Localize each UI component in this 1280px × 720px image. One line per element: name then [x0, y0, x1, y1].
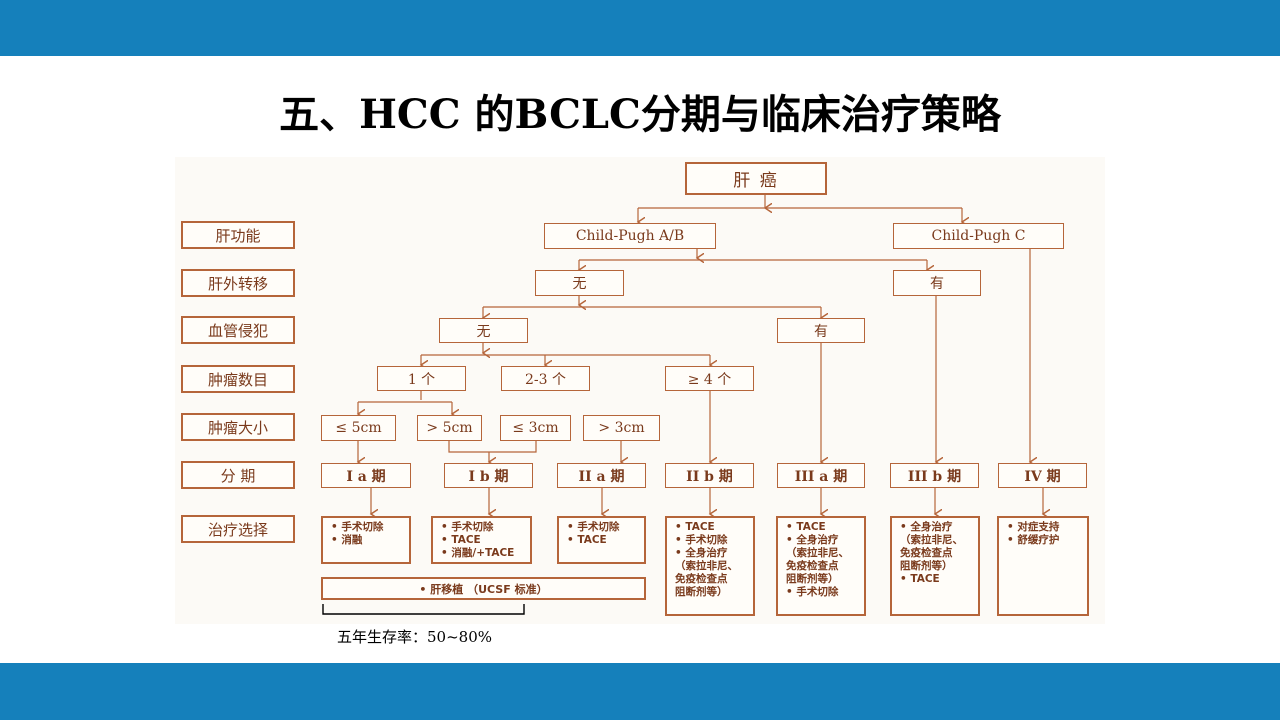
treatment-item: • 对症支持 [1007, 521, 1060, 533]
treatment-iiib: • 全身治疗 （索拉非尼、 免疫检查点 阻断剂等） • TACE [890, 516, 980, 616]
treatment-item: • 手术切除 [786, 586, 839, 598]
treatment-item: • 手术切除 [675, 534, 728, 546]
row-label-extrahepatic-metastasis: 肝外转移 [181, 269, 295, 297]
node-size-gt-3cm: > 3cm [583, 415, 660, 441]
row-label-tumor-size: 肿瘤大小 [181, 413, 295, 441]
treatment-item: 阻断剂等） [786, 573, 839, 585]
treatment-item: • 全身治疗 [786, 534, 839, 546]
stage-iib: II b 期 [665, 463, 754, 488]
row-label-vascular-invasion: 血管侵犯 [181, 316, 295, 344]
slide-title: 五、HCC 的BCLC分期与临床治疗策略 [279, 91, 1001, 138]
treatment-item: 免疫检查点 [786, 560, 839, 572]
node-size-le-3cm: ≤ 3cm [500, 415, 571, 441]
treatment-item: • 手术切除 [331, 521, 384, 533]
treatment-ib: • 手术切除 • TACE • 消融/+TACE [431, 516, 532, 564]
node-metastasis-yes: 有 [893, 270, 981, 296]
node-size-le-5cm: ≤ 5cm [321, 415, 396, 441]
row-label-liver-function: 肝功能 [181, 221, 295, 249]
node-child-pugh-ab: Child-Pugh A/B [544, 223, 716, 249]
treatment-item: 免疫检查点 [675, 573, 728, 585]
node-metastasis-no: 无 [535, 270, 624, 296]
stage-ib: I b 期 [444, 463, 533, 488]
footer-bar [0, 663, 1280, 720]
treatment-item: • TACE [567, 534, 607, 546]
treatment-item: • 全身治疗 [900, 521, 953, 533]
row-label-treatment: 治疗选择 [181, 515, 295, 543]
row-label-tumor-number: 肿瘤数目 [181, 365, 295, 393]
node-liver-cancer: 肝 癌 [685, 162, 827, 195]
treatment-item: 阻断剂等） [900, 560, 953, 572]
node-number-1: 1 个 [377, 366, 466, 391]
treatment-item: • 手术切除 [567, 521, 620, 533]
header-bar [0, 0, 1280, 56]
treatment-item: （索拉非尼、 [786, 547, 849, 559]
treatment-item: • 消融/+TACE [441, 547, 515, 559]
treatment-item: • TACE [900, 573, 940, 585]
stage-iia: II a 期 [557, 463, 646, 488]
node-number-2-3: 2-3 个 [501, 366, 590, 391]
treatment-item: • 舒缓疗护 [1007, 534, 1060, 546]
treatment-liver-transplant: • 肝移植 （UCSF 标准） [321, 577, 646, 600]
row-label-stage: 分 期 [181, 461, 295, 489]
treatment-ia: • 手术切除 • 消融 [321, 516, 411, 564]
treatment-item: • TACE [786, 521, 826, 533]
node-vascular-no: 无 [439, 318, 528, 343]
stage-iiia: III a 期 [777, 463, 865, 488]
treatment-item: • 消融 [331, 534, 363, 546]
stage-iv: IV 期 [998, 463, 1087, 488]
treatment-item: • 手术切除 [441, 521, 494, 533]
treatment-iib: • TACE • 手术切除 • 全身治疗 （索拉非尼、 免疫检查点 阻断剂等） [665, 516, 755, 616]
treatment-item: （索拉非尼、 [675, 560, 738, 572]
treatment-item: （索拉非尼、 [900, 534, 963, 546]
five-year-survival-note: 五年生存率：50~80% [337, 628, 492, 646]
node-vascular-yes: 有 [777, 318, 865, 343]
treatment-item: • 全身治疗 [675, 547, 728, 559]
treatment-iv: • 对症支持 • 舒缓疗护 [997, 516, 1089, 616]
stage-ia: I a 期 [321, 463, 411, 488]
survival-bracket [322, 604, 525, 615]
treatment-iia: • 手术切除 • TACE [557, 516, 646, 564]
treatment-item: 免疫检查点 [900, 547, 953, 559]
treatment-item: 阻断剂等） [675, 586, 728, 598]
stage-iiib: III b 期 [890, 463, 979, 488]
treatment-iiia: • TACE • 全身治疗 （索拉非尼、 免疫检查点 阻断剂等） • 手术切除 [776, 516, 866, 616]
treatment-item: • TACE [441, 534, 481, 546]
treatment-item: • TACE [675, 521, 715, 533]
node-child-pugh-c: Child-Pugh C [893, 223, 1064, 249]
node-size-gt-5cm: > 5cm [417, 415, 482, 441]
node-number-ge-4: ≥ 4 个 [665, 366, 754, 391]
